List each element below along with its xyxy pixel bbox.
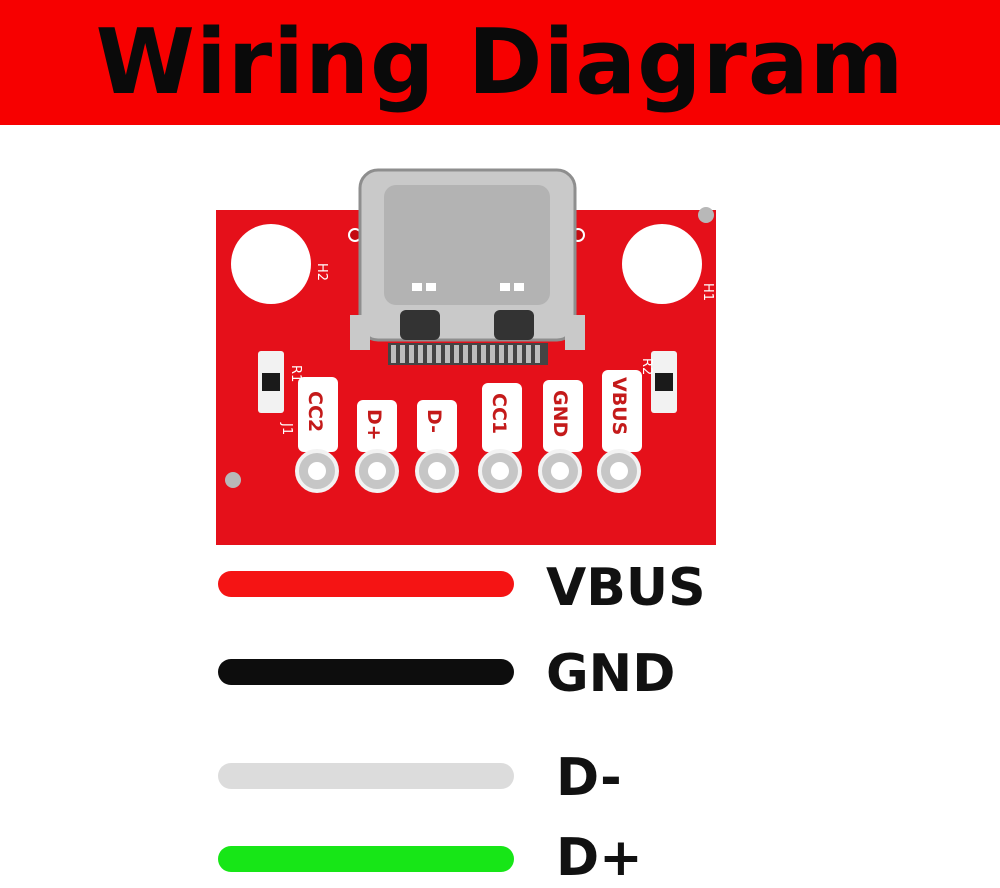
pin-label-cc2: CC2 — [304, 391, 326, 432]
mounting-hole-left — [231, 224, 311, 304]
jumper-label: J1 — [279, 422, 294, 435]
legend-line-vbus — [218, 571, 514, 597]
legend-label-vbus: VBUS — [546, 558, 706, 618]
legend-line-dplus — [218, 846, 514, 872]
legend-label-gnd: GND — [546, 644, 676, 704]
usb-c-connector — [350, 168, 585, 350]
pin-label-gnd: GND — [549, 390, 571, 437]
resistor-r1 — [258, 351, 284, 413]
legend-label-dminus: D- — [556, 748, 622, 808]
pin-label-vbus: VBUS — [608, 377, 630, 435]
resistor-label-r2: R2 — [639, 358, 654, 375]
hole-label-h2: H2 — [314, 263, 329, 281]
page-title: Wiring Diagram — [95, 9, 905, 115]
pin-label-dminus: D- — [423, 409, 445, 433]
title-banner: Wiring Diagram — [0, 0, 1000, 125]
via — [698, 207, 714, 223]
resistor-r2 — [651, 351, 677, 413]
connector-pin-row — [391, 345, 540, 363]
mounting-hole-right — [622, 224, 702, 304]
pin-label-cc1: CC1 — [488, 393, 510, 434]
legend-line-dminus — [218, 763, 514, 789]
pin-pads — [298, 370, 642, 452]
board-illustration: H2 H1 — [216, 168, 716, 620]
hole-label-h1: H1 — [700, 283, 715, 301]
legend-label-dplus: D+ — [556, 828, 643, 888]
pin-holes — [295, 449, 641, 493]
pin-label-dplus: D+ — [363, 409, 385, 441]
legend-line-gnd — [218, 659, 514, 685]
usb-c-breakout-board: H2 H1 — [0, 125, 1000, 620]
via — [225, 472, 241, 488]
resistor-label-r1: R1 — [288, 365, 303, 382]
